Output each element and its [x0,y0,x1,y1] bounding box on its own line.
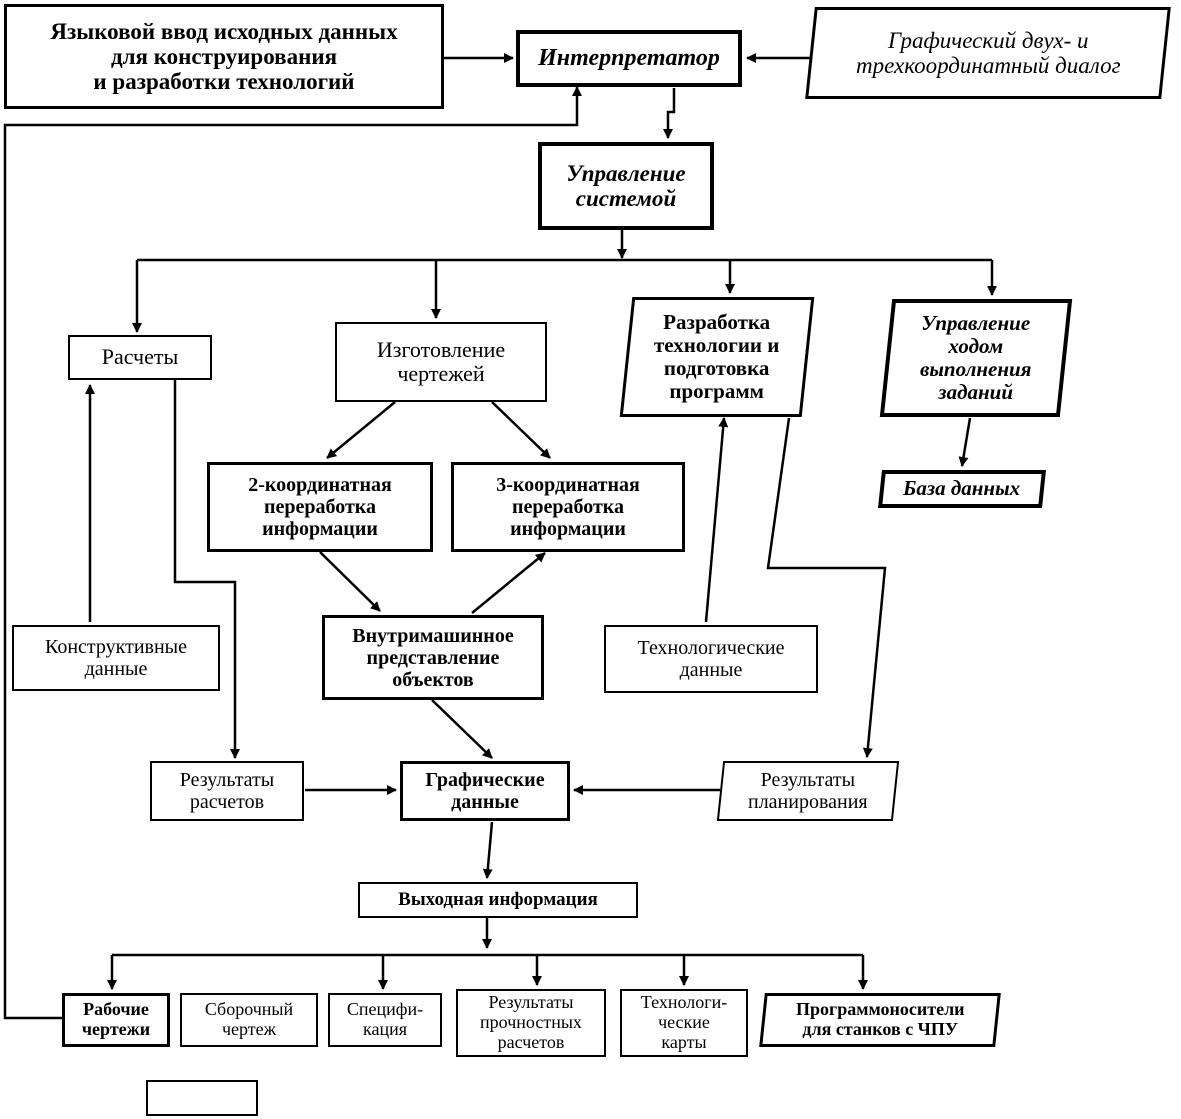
arrow-internal-to-3d [471,552,546,614]
graphic-dialog-label: Графический двух- и трехкоординатный диа… [855,27,1121,78]
graphic-data-label: Графические данные [425,769,545,813]
specification-box: Специфи- кация [328,993,442,1047]
arrow-drawings-to-3d [491,401,551,459]
database-label: База данных [903,476,1021,501]
planning-results-label: Результаты планирования [748,769,868,813]
constructive-data-label: Конструктивные данные [44,636,187,680]
feedback-loop-line [3,86,582,1020]
coord2-processing-box: 2-координатная переработка информации [207,462,433,552]
assembly-drawing-box: Сборочный чертеж [180,993,318,1047]
drawings-production-box: Изготовление чертежей [335,322,547,402]
coord2-processing-label: 2-координатная переработка информации [248,474,392,540]
arrow-dev-to-planning [766,417,887,758]
arrow-techdata-to-dev [704,417,729,623]
arrow-task-to-database [958,417,972,467]
output-info-label: Выходная информация [398,888,598,910]
arrow-calc-to-results [173,380,240,759]
output-info-box: Выходная информация [358,882,638,918]
calc-results-label: Результаты расчетов [179,769,275,813]
coord3-processing-box: 3-координатная переработка информации [451,462,685,552]
graphic-data-box: Графические данные [400,761,570,821]
language-input-box: Языковой ввод исходных данных для констр… [4,4,444,109]
technological-data-box: Технологические данные [604,625,818,693]
coord3-processing-label: 3-координатная переработка информации [496,474,640,540]
arrow-internal-to-graphic [431,699,493,759]
working-drawings-label: Рабочие чертежи [81,999,151,1039]
cnc-programs-box: Программоносители для станков с ЧПУ [759,993,1001,1047]
internal-representation-box: Внутримашинное представление объектов [322,615,544,700]
specification-label: Специфи- кация [346,999,424,1039]
cnc-programs-label: Программоносители для станков с ЧПУ [795,999,965,1039]
technological-data-label: Технологические данные [637,637,785,681]
arrow-2d-to-internal [319,551,381,612]
strength-results-box: Результаты прочностных расчетов [456,989,606,1057]
interpreter-label: Интерпретатор [538,45,720,72]
calculations-label: Расчеты [101,344,179,370]
constructive-data-box: Конструктивные данные [12,625,220,691]
arrow-graphic-to-output [482,821,494,879]
drawings-production-label: Изготовление чертежей [376,336,506,386]
system-control-box: Управление системой [538,142,714,230]
calculations-box: Расчеты [68,335,212,380]
language-input-label: Языковой ввод исходных данных для констр… [50,18,398,95]
arrow-interpreter-to-control [663,88,676,139]
graphic-dialog-box: Графический двух- и трехкоординатный диа… [805,7,1171,99]
strength-results-label: Результаты прочностных расчетов [480,992,582,1052]
planning-results-box: Результаты планирования [716,761,900,821]
task-control-box: Управление ходом выполнения заданий [879,299,1073,417]
system-control-label: Управление системой [566,160,686,211]
legend-empty-box [146,1080,258,1116]
tech-cards-label: Технологи- ческие карты [640,992,728,1052]
database-box: База данных [878,470,1046,508]
tech-development-label: Разработка технологии и подготовка прогр… [654,309,780,404]
tech-cards-box: Технологи- ческие карты [620,989,748,1057]
tech-development-box: Разработка технологии и подготовка прогр… [619,297,815,417]
working-drawings-box: Рабочие чертежи [62,993,170,1047]
interpreter-box: Интерпретатор [516,30,742,87]
internal-representation-label: Внутримашинное представление объектов [352,624,514,691]
assembly-drawing-label: Сборочный чертеж [204,999,294,1039]
arrow-drawings-to-2d [326,401,396,459]
calc-results-box: Результаты расчетов [150,761,304,821]
task-control-label: Управление ходом выполнения заданий [920,310,1032,405]
